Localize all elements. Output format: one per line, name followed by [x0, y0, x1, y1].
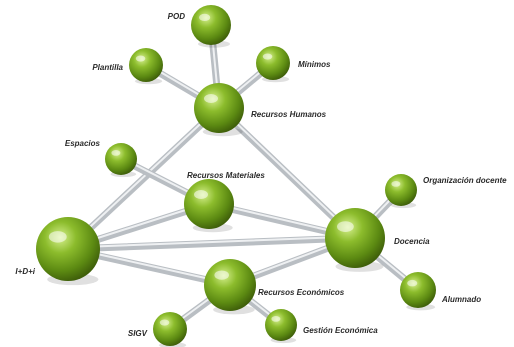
label-plantilla: Plantilla	[92, 63, 123, 72]
node-minimos	[256, 46, 290, 83]
node-specular	[391, 181, 401, 187]
node-sphere	[153, 312, 187, 346]
edge-highlight-rrhh-idi	[67, 105, 220, 249]
node-specular	[48, 231, 67, 243]
label-alumnado: Alumnado	[441, 295, 481, 304]
node-specular	[199, 13, 211, 21]
node-specular	[271, 316, 281, 322]
label-pod: POD	[168, 12, 186, 21]
edge-rrhh-docencia	[215, 104, 359, 242]
label-minimos: Mínimos	[298, 60, 331, 69]
edge-idi-docencia	[64, 234, 359, 253]
edge-highlight-idi-docencia	[67, 235, 356, 249]
node-economicos	[204, 259, 256, 315]
node-sphere	[204, 259, 256, 311]
node-pod	[191, 5, 231, 48]
nodes-layer	[36, 5, 436, 347]
node-sphere	[265, 309, 297, 341]
node-specular	[194, 190, 208, 199]
edge-rrhh-idi	[64, 104, 223, 253]
node-sphere	[400, 272, 436, 308]
label-rrhh: Recursos Humanos	[251, 110, 327, 119]
node-specular	[135, 55, 146, 62]
node-sphere	[105, 143, 137, 175]
node-sphere	[256, 46, 290, 80]
node-specular	[262, 53, 273, 60]
label-materiales: Recursos Materiales	[187, 171, 265, 180]
node-idi	[36, 217, 100, 286]
node-gestion	[265, 309, 297, 344]
node-specular	[204, 94, 218, 103]
node-sphere	[129, 48, 163, 82]
node-sigv	[153, 312, 187, 347]
node-sphere	[385, 174, 417, 206]
label-docencia: Docencia	[394, 237, 430, 246]
node-docencia	[325, 208, 385, 272]
node-sphere	[36, 217, 100, 281]
node-materiales	[184, 179, 234, 233]
label-espacios: Espacios	[65, 139, 101, 148]
label-gestion: Gestión Económica	[303, 326, 378, 335]
node-espacios	[105, 143, 137, 178]
node-specular	[111, 150, 121, 156]
node-sphere	[191, 5, 231, 45]
node-sphere	[325, 208, 385, 268]
node-sphere	[184, 179, 234, 229]
node-specular	[407, 279, 418, 287]
node-sphere	[194, 83, 244, 133]
label-economicos: Recursos Económicos	[258, 288, 345, 297]
label-sigv: SIGV	[128, 329, 148, 338]
node-rrhh	[194, 83, 244, 137]
label-organizacion: Organización docente	[423, 176, 507, 185]
node-plantilla	[129, 48, 163, 85]
label-idi: I+D+i	[15, 267, 35, 276]
node-organizacion	[385, 174, 417, 209]
node-alumnado	[400, 272, 436, 311]
node-specular	[159, 319, 170, 326]
node-specular	[214, 270, 229, 280]
node-specular	[337, 221, 354, 233]
edge-highlight-rrhh-docencia	[218, 105, 356, 238]
